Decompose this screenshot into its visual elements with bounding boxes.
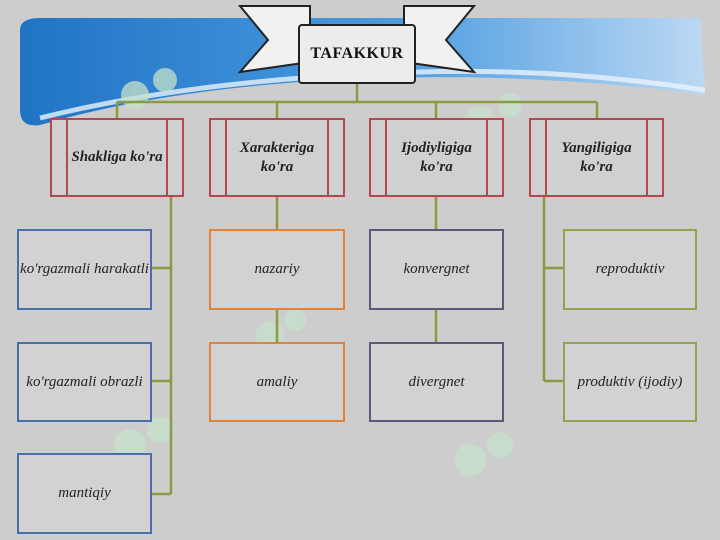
category-yangiligiga: Yangiligiga ko'ra: [529, 118, 664, 197]
leaf-korgazmali-harakatli: ko'rgazmali harakatli: [17, 229, 152, 310]
leaf-amaliy: amaliy: [209, 342, 345, 422]
ribbon-icon: [237, 5, 477, 74]
leaf-divergnet: divergnet: [369, 342, 504, 422]
leaf-mantiqiy: mantiqiy: [17, 453, 152, 534]
category-xarakteriga: Xarakteriga ko'ra: [209, 118, 345, 197]
category-label: Ijodiyligiga ko'ra: [401, 139, 472, 175]
leaf-konvergnet: konvergnet: [369, 229, 504, 310]
leaf-produktiv-ijodiy: produktiv (ijodiy): [563, 342, 697, 422]
category-label: Shakliga ko'ra: [71, 149, 163, 165]
title-box: TAFAKKUR: [298, 24, 416, 84]
category-shakliga: Shakliga ko'ra: [50, 118, 184, 197]
leaf-nazariy: nazariy: [209, 229, 345, 310]
category-label: Yangiligiga ko'ra: [561, 139, 632, 175]
connector-lines: [115, 84, 599, 496]
category-label: Xarakteriga ko'ra: [239, 139, 315, 175]
leaf-reproduktiv: reproduktiv: [563, 229, 697, 310]
leaf-korgazmali-obrazli: ko'rgazmali obrazli: [17, 342, 152, 422]
category-ijodiyligiga: Ijodiyligiga ko'ra: [369, 118, 504, 197]
